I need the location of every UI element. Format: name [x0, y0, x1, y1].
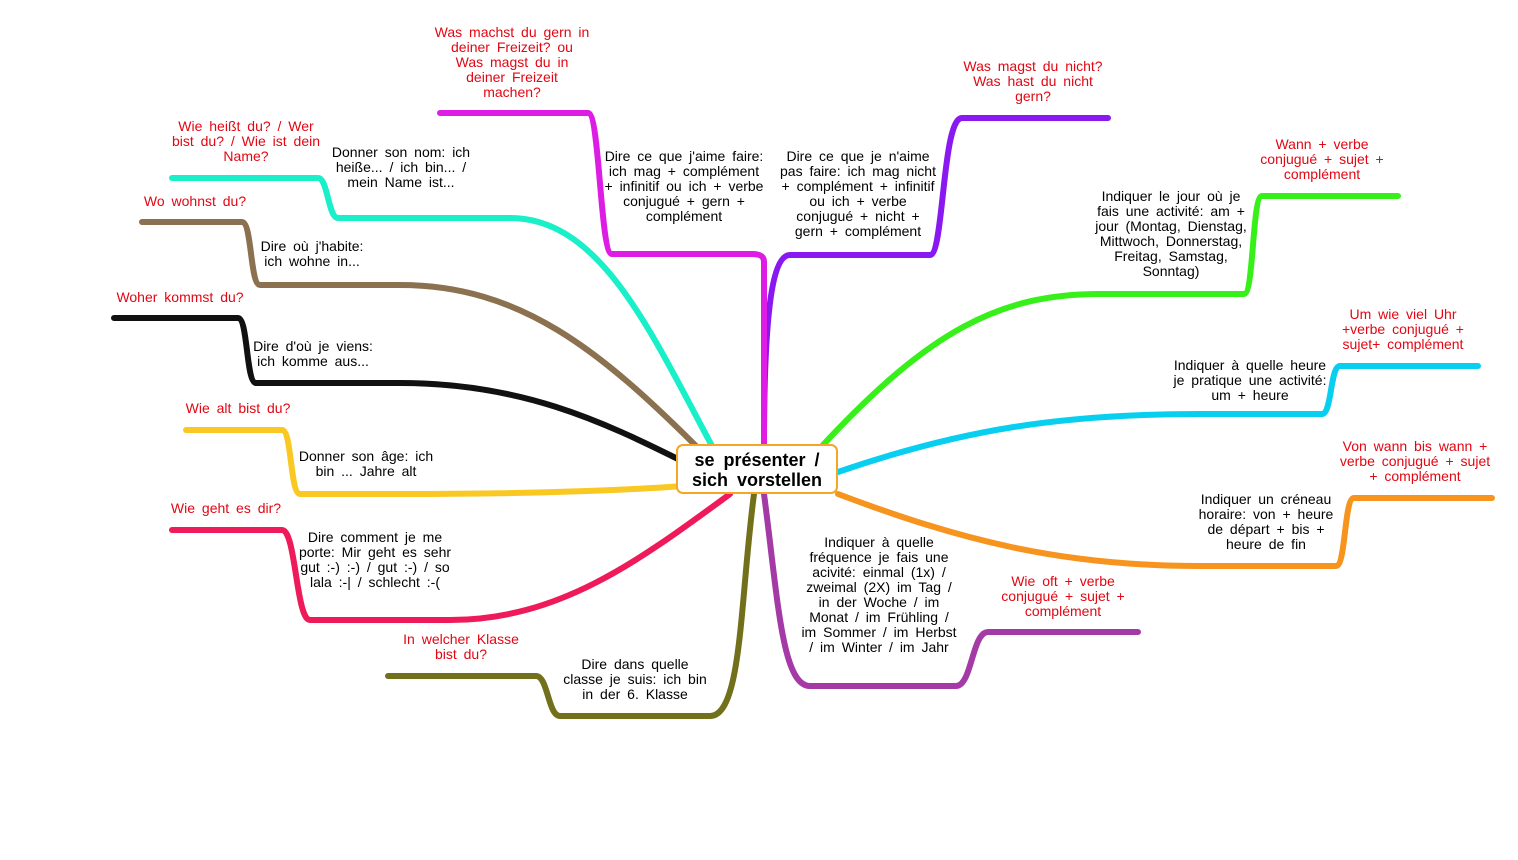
- description-klasse[interactable]: Dire dans quelle classe je suis: ich bin…: [563, 656, 707, 702]
- question-alter[interactable]: Wie alt bist du?: [185, 400, 291, 416]
- description-haeufigkeit[interactable]: Indiquer à quelle fréquence je fais une …: [801, 534, 957, 655]
- description-befinden[interactable]: Dire comment je me porte: Mir geht es se…: [298, 529, 452, 590]
- edge-zeitraum: [835, 491, 1495, 569]
- question-herkunft[interactable]: Woher kommst du?: [116, 289, 244, 305]
- edge-wohnort: [139, 219, 703, 453]
- question-zeitraum[interactable]: Von wann bis wann + verbe conjugué + suj…: [1339, 438, 1491, 484]
- center-title-line1: se présenter /: [694, 450, 820, 470]
- edge-tag: [819, 193, 1401, 449]
- edge-herkunft: [111, 315, 687, 465]
- edge-mag: [437, 110, 767, 449]
- edge-uhrzeit: [835, 363, 1481, 475]
- description-uhrzeit[interactable]: Indiquer à quelle heure je pratique une …: [1173, 357, 1327, 403]
- description-tag[interactable]: Indiquer le jour où je fais une activité…: [1095, 188, 1247, 279]
- edge-name: [169, 175, 715, 449]
- center-title-line2: sich vorstellen: [691, 470, 823, 490]
- description-herkunft[interactable]: Dire d'où je viens: ich komme aus...: [253, 338, 373, 369]
- center-node[interactable]: se présenter / sich vorstellen: [676, 444, 838, 494]
- question-tag[interactable]: Wann + verbe conjugué + sujet + compléme…: [1260, 136, 1384, 182]
- question-mag[interactable]: Was machst du gern in deiner Freizeit? o…: [434, 24, 590, 100]
- question-klasse[interactable]: In welcher Klasse bist du?: [403, 631, 519, 662]
- edge-klasse: [385, 491, 757, 719]
- question-name[interactable]: Wie heißt du? / Wer bist du? / Wie ist d…: [171, 118, 321, 164]
- description-name[interactable]: Donner son nom: ich heiße... / ich bin..…: [331, 144, 471, 190]
- edge-befinden: [169, 491, 733, 623]
- description-alter[interactable]: Donner son âge: ich bin ... Jahre alt: [298, 448, 434, 479]
- question-wohnort[interactable]: Wo wohnst du?: [143, 193, 247, 209]
- description-zeitraum[interactable]: Indiquer un créneau horaire: von + heure…: [1198, 491, 1334, 552]
- question-uhrzeit[interactable]: Um wie viel Uhr +verbe conjugué + sujet+…: [1342, 306, 1464, 352]
- edge-alter: [183, 427, 687, 497]
- description-wohnort[interactable]: Dire où j'habite: ich wohne in...: [260, 238, 364, 269]
- question-haeufigkeit[interactable]: Wie oft + verbe conjugué + sujet + compl…: [1001, 573, 1125, 619]
- description-mag[interactable]: Dire ce que j'aime faire: ich mag + comp…: [604, 148, 764, 224]
- question-befinden[interactable]: Wie geht es dir?: [170, 500, 282, 516]
- edge-haeufigkeit: [761, 491, 1141, 689]
- description-magnicht[interactable]: Dire ce que je n'aime pas faire: ich mag…: [780, 148, 936, 239]
- question-magnicht[interactable]: Was magst du nicht? Was hast du nicht ge…: [963, 58, 1103, 104]
